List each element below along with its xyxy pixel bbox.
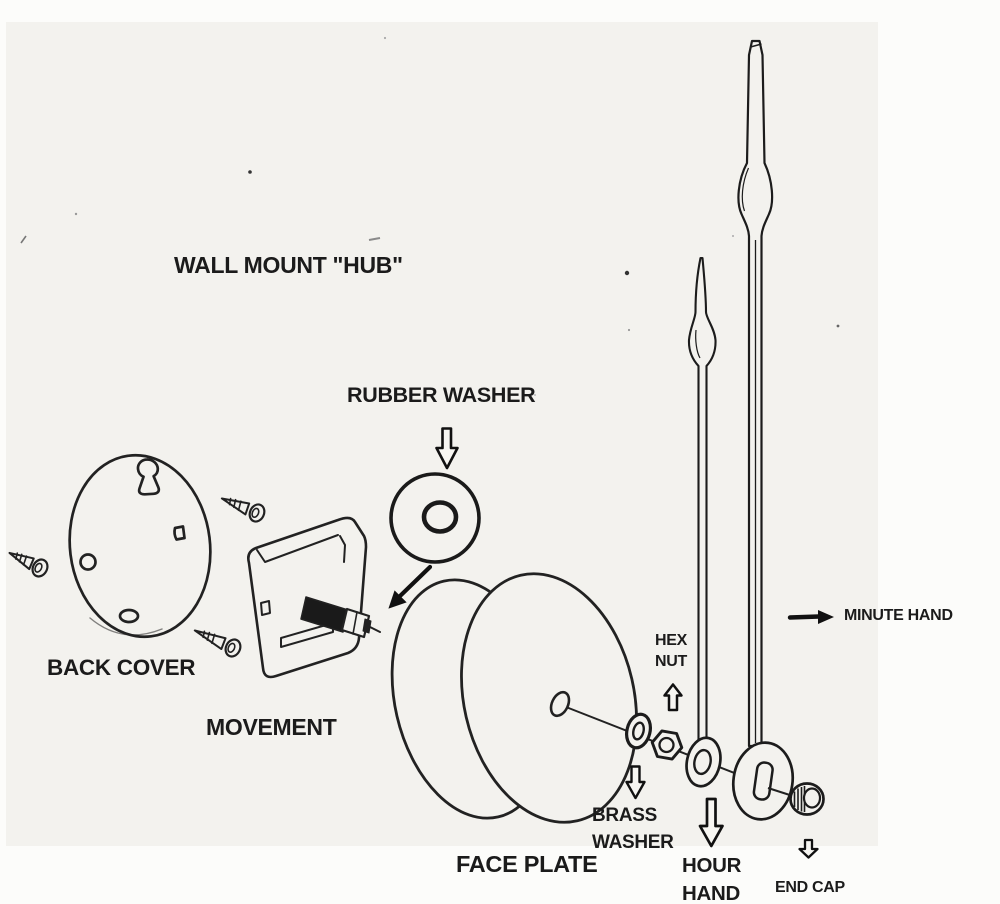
- brass-washer-label-line1: BRASS: [592, 805, 658, 826]
- end-cap-label: END CAP: [775, 879, 845, 896]
- up-arrow-icon: [663, 683, 683, 712]
- minute-hand-drawing: [731, 39, 795, 821]
- minute-hand-label: MINUTE HAND: [844, 607, 953, 624]
- hex-nut-drawing: [650, 729, 684, 761]
- drive-shaft: [300, 596, 381, 639]
- rubber-washer-drawing: [389, 472, 481, 564]
- end-cap-drawing: [789, 782, 825, 816]
- screw-icon: [8, 551, 49, 578]
- hex-nut-label-line1: HEX: [655, 632, 687, 649]
- face-plate-drawing: [390, 572, 638, 824]
- mounting-hole: [549, 690, 571, 718]
- right-arrow-icon: [787, 610, 834, 624]
- hex-nut-label-line2: NUT: [655, 653, 687, 670]
- brass-washer-label-line2: WASHER: [592, 831, 674, 853]
- down-arrow-icon: [625, 765, 646, 800]
- hour-hand-drawing: [685, 256, 722, 788]
- wall-mount-hub-label: WALL MOUNT "HUB": [174, 252, 403, 278]
- hour-hand-label-line1: HOUR: [682, 854, 742, 877]
- scan-specks: [20, 36, 840, 396]
- hour-hand-label-line2: HAND: [682, 882, 741, 904]
- brass-washer-label: BRASS WASHER: [592, 803, 674, 856]
- diagonal-arrow-icon: [388, 564, 433, 609]
- down-arrow-icon: [698, 797, 724, 848]
- hex-nut-label: HEX NUT: [655, 630, 687, 672]
- rubber-washer-label: RUBBER WASHER: [347, 383, 536, 407]
- down-arrow-icon: [435, 427, 459, 470]
- hour-hand-label: HOUR HAND: [682, 852, 741, 904]
- face-plate-label: FACE PLATE: [456, 851, 598, 877]
- movement-drawing: [247, 516, 381, 679]
- brass-washer-drawing: [625, 712, 652, 750]
- movement-label: MOVEMENT: [206, 714, 337, 740]
- back-cover-drawing: [68, 453, 212, 639]
- screw-icon: [220, 497, 266, 523]
- screw-icon: [193, 629, 242, 658]
- down-arrow-icon: [798, 838, 819, 859]
- back-cover-label: BACK COVER: [47, 655, 196, 680]
